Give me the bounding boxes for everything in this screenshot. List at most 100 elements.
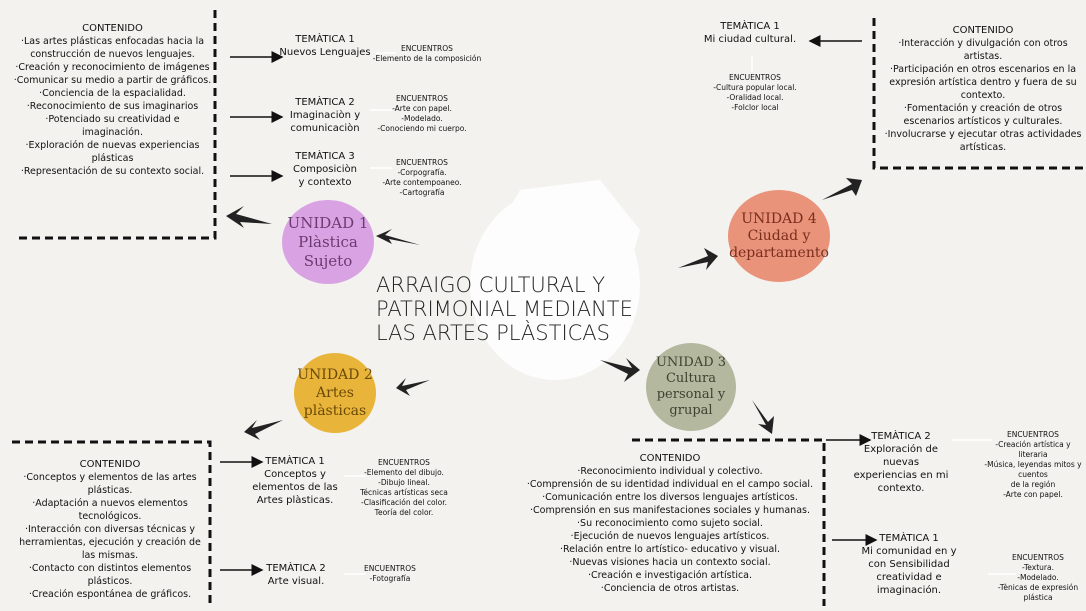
encuentros-item: -Modelado. <box>1017 573 1059 582</box>
u4-item: ·Interacción y divulgación con otros <box>898 38 1068 49</box>
encuentros-title: ENCUENTROS <box>396 158 448 167</box>
u1-tematica-3: TEMÀTICA 3 Composiciòn y contexto <box>270 150 380 189</box>
tematica-title: TEMÀTICA 2 <box>295 97 355 108</box>
u2-encuentros-1: ENCUENTROS -Elemento del dibujo. -Dibujo… <box>354 458 454 518</box>
unit-3-line: personal y <box>656 387 726 402</box>
tematica-line: Exploración de <box>863 444 939 455</box>
tematica-line: nuevas <box>882 457 920 468</box>
u1-item: construcción de nuevos lenguajes. <box>30 49 195 60</box>
u1-tematica-1: TEMÀTICA 1 Nuevos Lenguajes <box>270 33 380 59</box>
u2-item: ·Adaptación a nuevos elementos <box>32 498 188 509</box>
tematica-line: con Sensibilidad <box>868 559 950 570</box>
encuentros-item: -Clasificación del color. <box>361 498 447 507</box>
tematica-title: TEMÀTICA 3 <box>295 151 355 162</box>
encuentros-item: Teoría del color. <box>374 508 434 517</box>
encuentros-item: -Cartografía <box>399 188 445 197</box>
unit-4-line: departamento <box>729 244 829 261</box>
tematica-line: imaginación. <box>876 585 942 596</box>
tematica-title: TEMÀTICA 1 <box>265 456 325 467</box>
encuentros-item: -Modelado. <box>401 114 443 123</box>
encuentros-item: -Folclor local <box>731 103 779 112</box>
encuentros-item: -Corpografía. <box>397 168 447 177</box>
unit-3-line: grupal <box>669 403 713 418</box>
palette-watermark <box>470 180 640 380</box>
tematica-line: contexto. <box>877 483 925 494</box>
encuentros-title: ENCUENTROS <box>364 564 416 573</box>
u3-item: ·Ejecución de nuevos lenguajes artístico… <box>570 531 770 542</box>
u4-item: escenarios artísticos y culturales. <box>903 116 1063 127</box>
unit-1-line: Sujeto <box>303 251 353 270</box>
u2-item: ·Creación espontánea de gráficos. <box>28 589 192 600</box>
tematica-line: y contexto <box>298 177 352 188</box>
tematica-line: Composiciòn <box>292 164 358 175</box>
encuentros-item: -Arte contempoaneo. <box>382 178 462 187</box>
u3-content: CONTENIDO ·Reconocimiento individual y c… <box>500 452 840 595</box>
u1-item: ·Potenciado su creatividad e <box>45 114 180 125</box>
u2-tematica-2: TEMÀTICA 2 Arte visual. <box>246 562 346 588</box>
encuentros-item: -Cultura popular local. <box>713 83 797 92</box>
u3-item: ·Comprensión de su identidad individual … <box>526 479 814 490</box>
u3-item: ·Reconocimiento individual y colectivo. <box>577 466 763 477</box>
tematica-title: TEMÀTICA 1 <box>720 21 780 32</box>
unit-2-line: plàsticas <box>303 403 367 419</box>
encuentros-item: -Arte con papel. <box>1003 490 1063 499</box>
unit-1-circle: UNIDAD 1 Plàstica Sujeto <box>282 200 374 284</box>
u1-item: ·Creación y reconocimiento de imágenes <box>15 62 210 73</box>
unit-3-title: UNIDAD 3 <box>655 355 727 370</box>
u4-content-heading: CONTENIDO <box>952 25 1014 36</box>
tematica-line: Mi comunidad en y <box>861 546 957 557</box>
u3-item: ·Su reconocimiento como sujeto social. <box>577 518 763 529</box>
encuentros-item: Técnicas artísticas seca <box>360 488 448 497</box>
unit-2-line: Artes <box>316 385 354 401</box>
unit-4-line: Ciudad y <box>747 227 811 244</box>
u2-item: ·Interacción con diversas técnicas y <box>24 524 196 535</box>
tematica-line: comunicaciòn <box>290 123 360 134</box>
u1-item: plásticas <box>91 153 134 164</box>
tematica-title: TEMÀTICA 2 <box>871 431 931 442</box>
encuentros-item: -Música, leyendas mitos y cuentos <box>984 460 1082 479</box>
u3-encuentros-1: ENCUENTROS -Textura. -Modelado. -Tènicas… <box>990 553 1086 603</box>
u1-content: CONTENIDO ·Las artes plásticas enfocadas… <box>10 22 215 178</box>
encuentros-title: ENCUENTROS <box>396 94 448 103</box>
unit-1-line: Plàstica <box>298 232 358 251</box>
u4-item: expresión artística dentro y fuera de su <box>889 77 1077 88</box>
encuentros-item: -Tènicas de expresión plástica <box>997 583 1079 602</box>
encuentros-title: ENCUENTROS <box>729 73 781 82</box>
u1-encuentros-3: ENCUENTROS -Corpografía. -Arte contempoa… <box>372 158 472 198</box>
u1-encuentros-1: ENCUENTROS -Elemento de la composición <box>372 44 482 64</box>
u4-item: ·Fomentación y creación de otros <box>903 103 1063 114</box>
u4-item: artistas. <box>963 51 1003 62</box>
encuentros-item: -Creación artística y literaria <box>995 440 1071 459</box>
u3-item: ·Conciencia de otros artistas. <box>600 583 740 594</box>
unit-3-line: Cultura <box>665 371 717 386</box>
u1-item: ·Representación de su contexto social. <box>20 166 205 177</box>
u1-item: ·Las artes plásticas enfocadas hacia la <box>20 36 205 47</box>
u2-content: CONTENIDO ·Conceptos y elementos de las … <box>10 458 210 601</box>
unit-1-title: UNIDAD 1 <box>287 213 369 232</box>
u3-item: ·Nuevas visiones hacia un contexto socia… <box>569 557 771 568</box>
u4-tematica-1: TEMÀTICA 1 Mi ciudad cultural. <box>695 20 805 46</box>
unit-2-circle: UNIDAD 2 Artes plàsticas <box>294 353 376 433</box>
encuentros-item: -Elemento del dibujo. <box>364 468 444 477</box>
u1-item: ·Reconocimiento de sus imaginarios <box>26 101 199 112</box>
tematica-title: TEMÀTICA 1 <box>879 533 939 544</box>
u1-encuentros-2: ENCUENTROS -Arte con papel. -Modelado. -… <box>372 94 472 134</box>
u2-encuentros-2: ENCUENTROS -Fotografía <box>350 564 430 584</box>
tematica-line: Arte visual. <box>267 576 325 587</box>
encuentros-item: -Textura. <box>1021 563 1054 572</box>
u1-item: imaginación. <box>82 127 143 138</box>
encuentros-title: ENCUENTROS <box>401 44 453 53</box>
u1-content-heading: CONTENIDO <box>82 23 143 34</box>
u4-content: CONTENIDO ·Interacción y divulgación con… <box>880 24 1086 154</box>
u1-tematica-2: TEMÀTICA 2 Imaginaciòn y comunicaciòn <box>270 96 380 135</box>
main-title-line: LAS ARTES PLÀSTICAS <box>376 321 611 345</box>
u2-item: ·Conceptos y elementos de las artes <box>23 472 197 483</box>
unit-4-circle: UNIDAD 4 Ciudad y departamento <box>728 190 830 282</box>
u3-content-heading: CONTENIDO <box>639 453 701 464</box>
main-title-line: ARRAIGO CULTURAL Y <box>376 273 606 297</box>
unit-4-title: UNIDAD 4 <box>741 210 817 227</box>
u2-item: ·Contacto con distintos elementos <box>28 563 192 574</box>
u3-item: ·Creación e investigación artística. <box>587 570 753 581</box>
encuentros-item: -Arte con papel. <box>392 104 452 113</box>
